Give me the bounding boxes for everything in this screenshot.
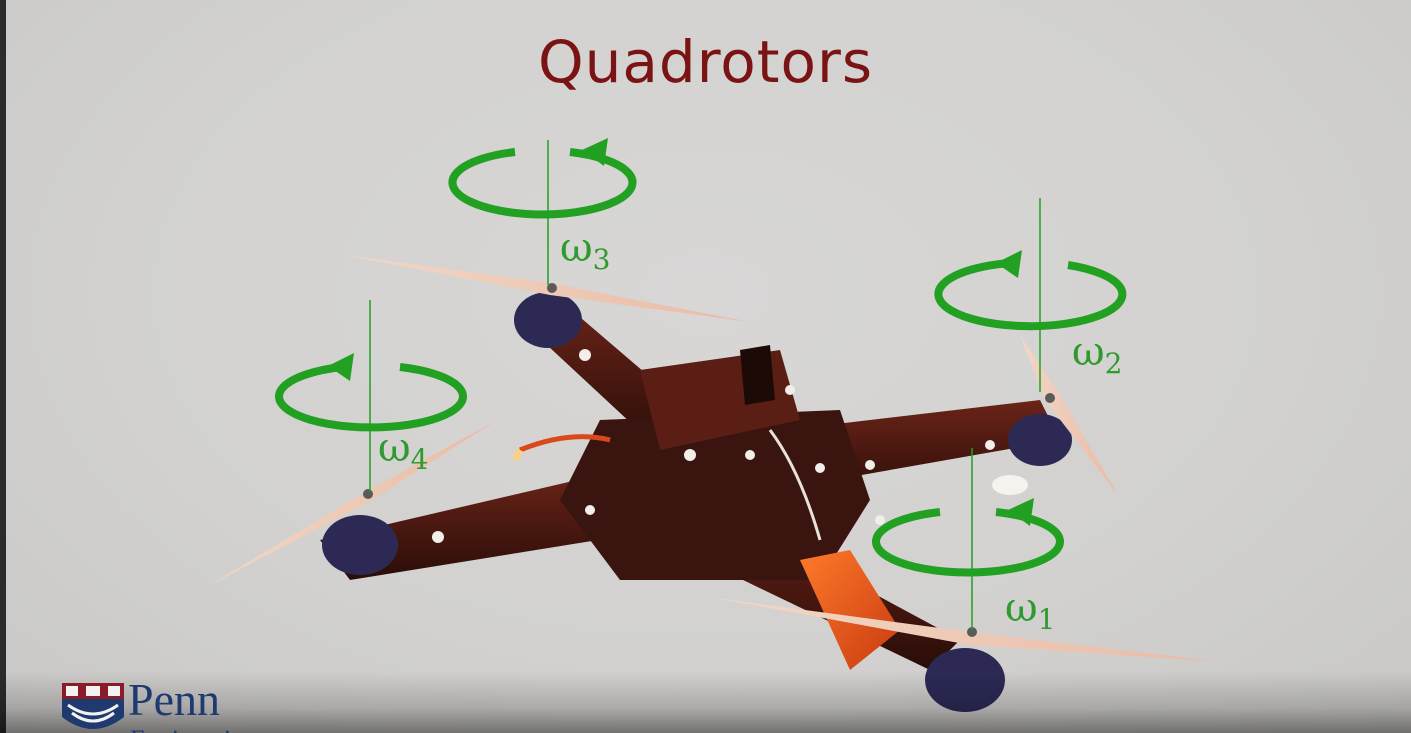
bottom-gradient (0, 671, 1411, 733)
rotor-1-rotation (872, 448, 1064, 630)
left-edge (0, 0, 6, 733)
penn-shield-icon (62, 683, 124, 729)
penn-logo: Penn Engineering (62, 677, 257, 733)
rotor-4-rotation (275, 300, 467, 492)
slide-title: Quadrotors (537, 28, 874, 96)
rotor-2-rotation (934, 198, 1127, 392)
omega-3-label: ω3 (560, 225, 611, 276)
logo-name: Penn (128, 674, 220, 725)
logo-subtitle: Engineering (130, 725, 257, 733)
omega-4-label: ω4 (378, 425, 429, 476)
omega-2-label: ω2 (1072, 329, 1123, 380)
drone-frame (210, 255, 1222, 712)
omega-1-label: ω1 (1005, 585, 1056, 636)
rotor-3-rotation (448, 138, 637, 285)
